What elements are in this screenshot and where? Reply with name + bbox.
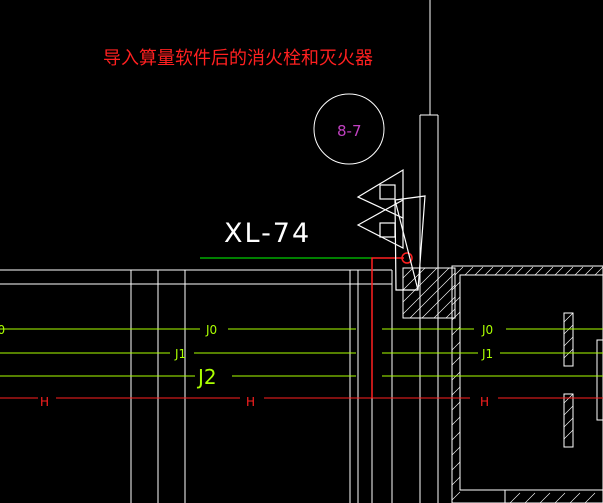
pipe-label-j0: J0: [205, 323, 217, 337]
circle-tag-text: 8-7: [337, 122, 362, 140]
pipe-label-h: H: [40, 395, 49, 409]
hatch-panel: [596, 339, 603, 421]
circle-tag[interactable]: [313, 93, 385, 165]
pipe-label-j0: J0: [481, 323, 493, 337]
riser-xl-74[interactable]: [200, 252, 413, 398]
room-inner-outline: [459, 274, 603, 491]
room-hatching: [402, 266, 603, 503]
pipe-label-h: H: [246, 395, 255, 409]
pipe-label-j1: J1: [481, 347, 493, 361]
hatch-panel: [563, 393, 574, 448]
riser-label: XL-74: [224, 218, 311, 249]
pipe-label-h: H: [480, 395, 489, 409]
pipe-label-j1: J1: [174, 347, 186, 361]
hatch-panel: [563, 312, 574, 367]
room-outline: [451, 265, 603, 503]
riser-node[interactable]: [401, 252, 413, 264]
pipe-label-j2: J2: [196, 365, 217, 389]
fire-hydrant-symbol[interactable]: [356, 168, 426, 291]
pipe-label-j0: J0: [0, 323, 5, 337]
caption-text: 导入算量软件后的消火栓和灭火器: [103, 48, 373, 69]
wall-line: [504, 489, 603, 503]
